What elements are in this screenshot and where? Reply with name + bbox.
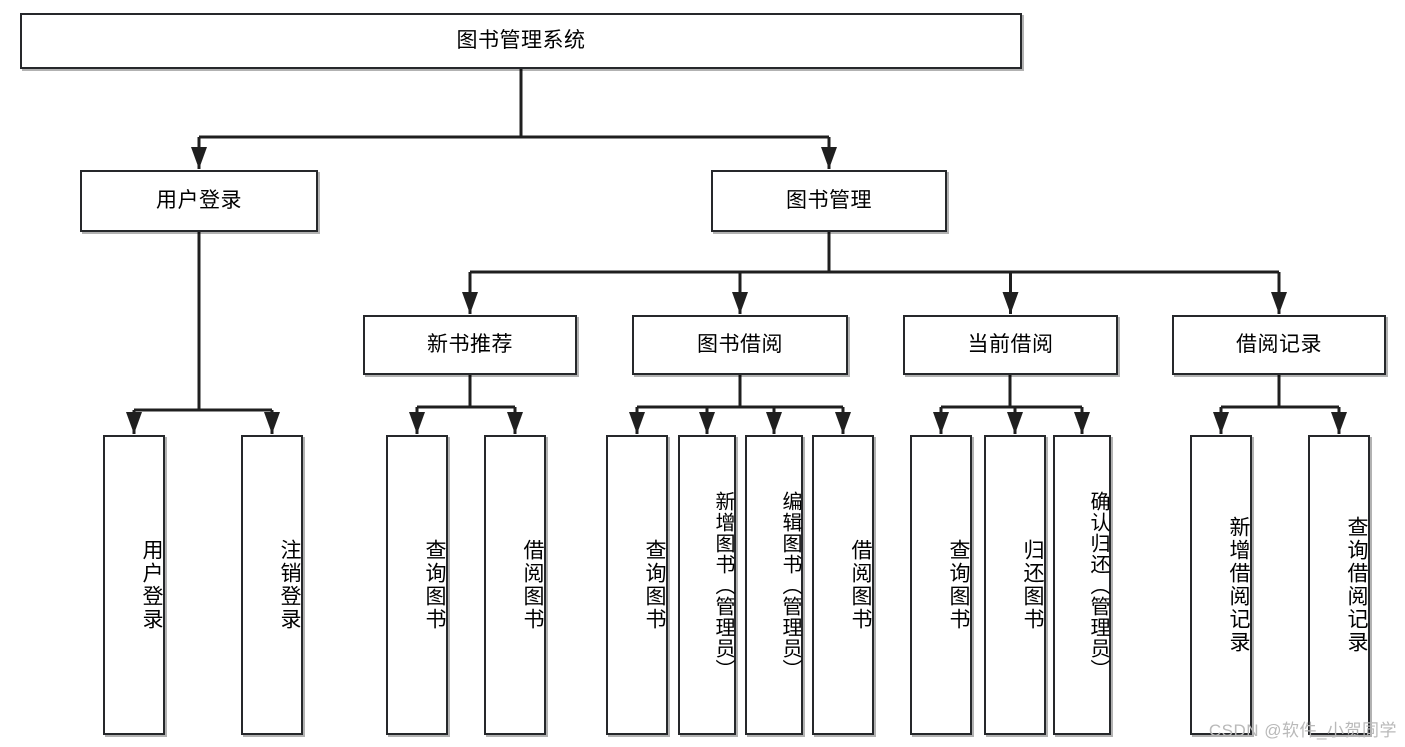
node-borrowing-record[interactable]: 借阅记录 bbox=[1172, 315, 1386, 375]
node-book-borrowing[interactable]: 图书借阅 bbox=[632, 315, 848, 375]
node-leaf-borrow-book-borrow[interactable]: 借阅图书 bbox=[812, 435, 874, 735]
node-label: 查询借阅记录 bbox=[1345, 516, 1368, 654]
node-label: 借阅图书 bbox=[849, 539, 872, 631]
node-book-management[interactable]: 图书管理 bbox=[711, 170, 947, 232]
node-leaf-query-book-borrow[interactable]: 查询图书 bbox=[606, 435, 668, 735]
node-leaf-confirm-return-admin[interactable]: 确认归还（管理员） bbox=[1053, 435, 1111, 735]
node-label: 查询图书 bbox=[423, 539, 446, 631]
node-leaf-add-book-admin[interactable]: 新增图书（管理员） bbox=[678, 435, 736, 735]
node-label: 借阅记录 bbox=[1236, 332, 1322, 356]
node-label: 用户登录 bbox=[156, 188, 242, 212]
node-leaf-query-borrow-record[interactable]: 查询借阅记录 bbox=[1308, 435, 1370, 735]
node-label: 当前借阅 bbox=[967, 332, 1054, 356]
node-label: 查询图书 bbox=[643, 539, 666, 631]
node-root-system[interactable]: 图书管理系统 bbox=[20, 13, 1022, 69]
node-label: 编辑图书（管理员） bbox=[779, 490, 801, 680]
node-label: 新增图书（管理员） bbox=[712, 490, 734, 680]
node-label: 新书推荐 bbox=[427, 332, 513, 356]
node-current-borrowing[interactable]: 当前借阅 bbox=[903, 315, 1118, 375]
node-label: 图书管理系统 bbox=[456, 28, 586, 52]
node-leaf-query-book-rec[interactable]: 查询图书 bbox=[386, 435, 448, 735]
node-leaf-borrow-book-rec[interactable]: 借阅图书 bbox=[484, 435, 546, 735]
node-label: 查询图书 bbox=[947, 539, 970, 631]
node-label: 新增借阅记录 bbox=[1227, 516, 1250, 654]
node-leaf-edit-book-admin[interactable]: 编辑图书（管理员） bbox=[745, 435, 803, 735]
node-user-login[interactable]: 用户登录 bbox=[80, 170, 318, 232]
node-label: 借阅图书 bbox=[521, 539, 544, 631]
node-label: 图书借阅 bbox=[697, 332, 783, 356]
node-new-book-recommendation[interactable]: 新书推荐 bbox=[363, 315, 577, 375]
node-label: 注销登录 bbox=[278, 539, 301, 631]
node-leaf-user-login[interactable]: 用户登录 bbox=[103, 435, 165, 735]
node-label: 图书管理 bbox=[786, 188, 872, 212]
node-leaf-add-borrow-record[interactable]: 新增借阅记录 bbox=[1190, 435, 1252, 735]
node-leaf-user-logout[interactable]: 注销登录 bbox=[241, 435, 303, 735]
node-leaf-query-book-current[interactable]: 查询图书 bbox=[910, 435, 972, 735]
node-label: 用户登录 bbox=[140, 539, 163, 631]
node-leaf-return-book[interactable]: 归还图书 bbox=[984, 435, 1046, 735]
node-label: 确认归还（管理员） bbox=[1087, 490, 1109, 680]
node-label: 归还图书 bbox=[1021, 539, 1044, 631]
